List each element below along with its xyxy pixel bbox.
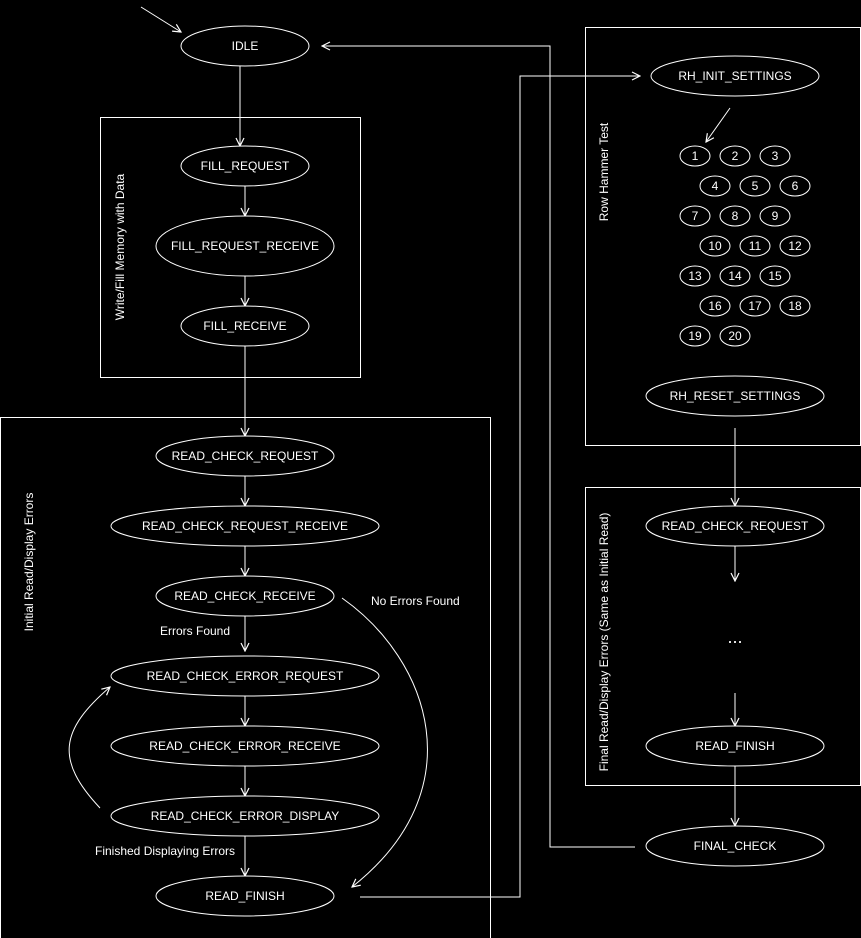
edge-read-finish-rh-init xyxy=(360,76,640,898)
row-hammer-step: 10 xyxy=(699,235,731,257)
row-hammer-step: 4 xyxy=(699,175,731,197)
row-hammer-step: 13 xyxy=(679,265,711,287)
state-final-read-check-request-label: READ_CHECK_REQUEST xyxy=(662,519,809,533)
row-hammer-step: 7 xyxy=(679,205,711,227)
edge-label-finished-displaying: Finished Displaying Errors xyxy=(95,844,235,858)
state-fill-receive-label: FILL_RECEIVE xyxy=(203,319,286,333)
row-hammer-step: 2 xyxy=(719,145,751,167)
state-read-check-request: READ_CHECK_REQUEST xyxy=(155,435,335,477)
edge-loop-display-error-request xyxy=(68,687,110,809)
state-read-check-error-display: READ_CHECK_ERROR_DISPLAY xyxy=(110,795,380,837)
row-hammer-step: 12 xyxy=(779,235,811,257)
group-row-hammer-label: Row Hammer Test xyxy=(597,122,611,221)
state-fill-request: FILL_REQUEST xyxy=(180,145,310,187)
state-read-finish-label: READ_FINISH xyxy=(205,889,284,903)
row-hammer-step-label: 13 xyxy=(688,269,702,283)
row-hammer-step-label: 8 xyxy=(732,209,739,223)
row-hammer-step: 20 xyxy=(719,325,751,347)
row-hammer-step: 16 xyxy=(699,295,731,317)
state-read-check-error-display-label: READ_CHECK_ERROR_DISPLAY xyxy=(151,809,340,823)
row-hammer-step-label: 18 xyxy=(788,299,802,313)
row-hammer-step-label: 11 xyxy=(749,239,762,253)
row-hammer-step: 19 xyxy=(679,325,711,347)
row-hammer-step: 15 xyxy=(759,265,791,287)
state-idle: IDLE xyxy=(180,25,310,67)
row-hammer-step-label: 6 xyxy=(792,179,799,193)
ellipsis: ... xyxy=(727,627,742,647)
state-read-check-request-receive: READ_CHECK_REQUEST_RECEIVE xyxy=(110,505,380,547)
edges xyxy=(68,6,735,898)
row-hammer-step: 14 xyxy=(719,265,751,287)
state-final-check: FINAL_CHECK xyxy=(645,825,825,867)
state-read-check-receive-label: READ_CHECK_RECEIVE xyxy=(174,589,315,603)
state-read-check-receive: READ_CHECK_RECEIVE xyxy=(155,575,335,617)
row-hammer-step-label: 9 xyxy=(772,209,779,223)
row-hammer-step-label: 5 xyxy=(752,179,759,193)
row-hammer-step: 17 xyxy=(739,295,771,317)
edge-no-errors-found xyxy=(341,597,428,887)
state-read-check-error-request: READ_CHECK_ERROR_REQUEST xyxy=(110,655,380,697)
edge-start xyxy=(140,6,181,32)
state-final-check-label: FINAL_CHECK xyxy=(694,839,777,853)
row-hammer-step-label: 7 xyxy=(692,209,699,223)
row-hammer-step-label: 10 xyxy=(708,239,722,253)
state-rh-reset-settings-label: RH_RESET_SETTINGS xyxy=(670,389,801,403)
state-read-check-request-label: READ_CHECK_REQUEST xyxy=(172,449,319,463)
state-idle-label: IDLE xyxy=(232,39,259,53)
state-read-check-error-request-label: READ_CHECK_ERROR_REQUEST xyxy=(147,669,344,683)
group-final-read-label: Final Read/Display Errors (Same as Initi… xyxy=(597,513,611,772)
row-hammer-step-label: 16 xyxy=(708,299,722,313)
state-rh-reset-settings: RH_RESET_SETTINGS xyxy=(645,375,825,417)
row-hammer-step: 9 xyxy=(759,205,791,227)
state-rh-init-settings-label: RH_INIT_SETTINGS xyxy=(678,69,791,83)
state-read-check-error-receive-label: READ_CHECK_ERROR_RECEIVE xyxy=(149,739,340,753)
row-hammer-step-label: 14 xyxy=(728,269,742,283)
row-hammer-step-label: 4 xyxy=(712,179,719,193)
row-hammer-step-label: 2 xyxy=(732,149,739,163)
row-hammer-step-label: 12 xyxy=(788,239,802,253)
state-final-read-finish-label: READ_FINISH xyxy=(695,739,774,753)
row-hammer-step: 18 xyxy=(779,295,811,317)
state-fill-request-receive-label: FILL_REQUEST_RECEIVE xyxy=(171,239,319,253)
group-write-fill-label: Write/Fill Memory with Data xyxy=(113,173,127,320)
state-rh-init-settings: RH_INIT_SETTINGS xyxy=(650,55,820,97)
row-hammer-step: 1 xyxy=(679,145,711,167)
state-final-read-check-request: READ_CHECK_REQUEST xyxy=(645,505,825,547)
group-initial-read-label: Initial Read/Display Errors xyxy=(22,493,36,632)
edge-label-errors-found: Errors Found xyxy=(160,624,230,638)
state-fill-request-receive: FILL_REQUEST_RECEIVE xyxy=(155,215,335,277)
row-hammer-step: 6 xyxy=(779,175,811,197)
row-hammer-step-label: 3 xyxy=(772,149,779,163)
row-hammer-step: 5 xyxy=(739,175,771,197)
edge-final-check-idle xyxy=(322,46,635,848)
row-hammer-step-label: 19 xyxy=(688,329,702,343)
row-hammer-step-label: 20 xyxy=(728,329,742,343)
row-hammer-step: 11 xyxy=(739,235,771,257)
edge-label-no-errors-found: No Errors Found xyxy=(371,594,460,608)
edge-rh-init-steps xyxy=(706,107,731,142)
row-hammer-step-label: 15 xyxy=(768,269,782,283)
row-hammer-step-label: 1 xyxy=(692,149,699,163)
row-hammer-step: 8 xyxy=(719,205,751,227)
state-final-read-finish: READ_FINISH xyxy=(645,725,825,767)
state-fill-receive: FILL_RECEIVE xyxy=(180,305,310,347)
row-hammer-step-label: 17 xyxy=(748,299,762,313)
state-fill-request-label: FILL_REQUEST xyxy=(201,159,290,173)
row-hammer-step: 3 xyxy=(759,145,791,167)
state-read-finish: READ_FINISH xyxy=(155,875,335,917)
state-read-check-request-receive-label: READ_CHECK_REQUEST_RECEIVE xyxy=(142,519,348,533)
state-read-check-error-receive: READ_CHECK_ERROR_RECEIVE xyxy=(110,725,380,767)
